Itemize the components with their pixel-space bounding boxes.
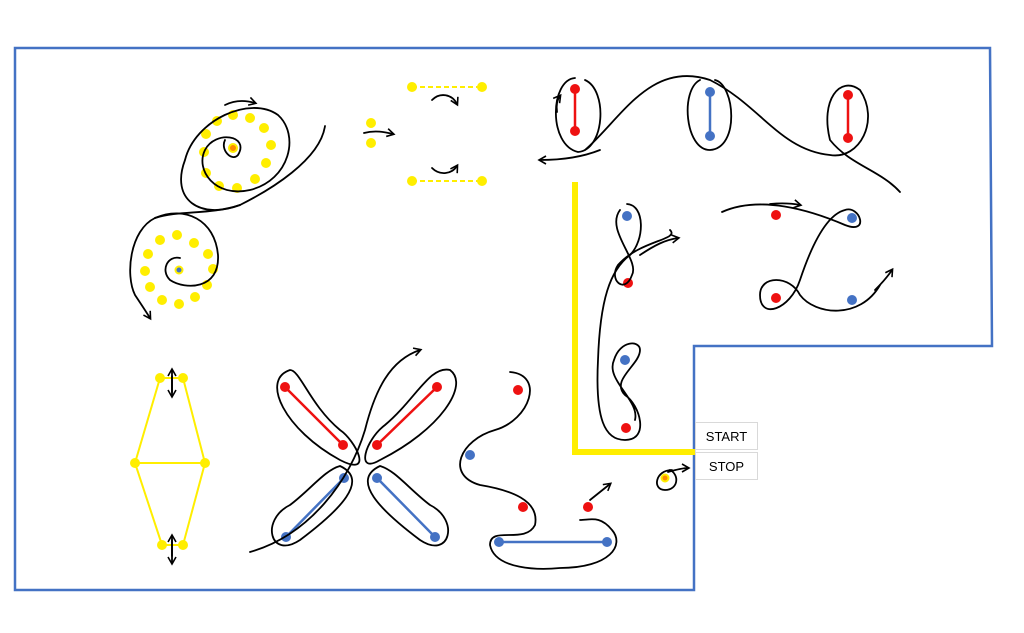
target-cone: [174, 265, 184, 275]
cone-pair-arrow: [363, 118, 396, 148]
start-target: [656, 463, 691, 491]
wave-gate-drill: [537, 75, 901, 193]
butterfly-drill: [249, 347, 458, 553]
figure-eight-drill-left: [596, 203, 681, 441]
yellow-diamond-drill: [130, 367, 210, 566]
dashed-cone-line-top: [407, 82, 487, 107]
dashed-cone-line-bottom: [407, 163, 487, 186]
spiral-drill-lower: [129, 204, 241, 321]
spiral-drill-upper: [180, 96, 326, 211]
start-button[interactable]: START: [695, 422, 758, 450]
snake-drill: [459, 371, 618, 570]
figure-eight-drill-right: [721, 199, 894, 312]
target-cone: [228, 143, 238, 153]
yellow-divider-line: [572, 182, 695, 455]
stop-button[interactable]: STOP: [695, 452, 758, 480]
field-boundary: [13, 46, 994, 592]
